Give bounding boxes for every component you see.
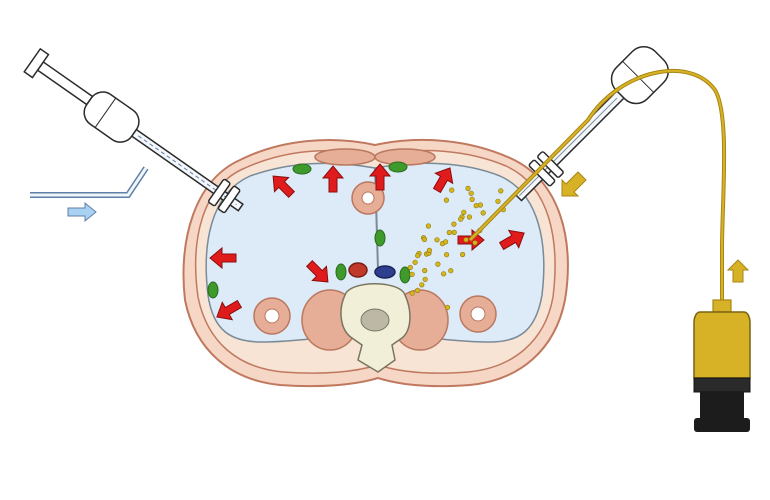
aerosol-droplet <box>460 251 466 258</box>
aerosol-droplet <box>465 185 471 191</box>
aerosol-droplet <box>472 240 478 246</box>
aorta <box>348 262 368 278</box>
aerosol-droplet <box>469 196 475 202</box>
syringe-trocar-icon <box>23 47 244 223</box>
vertebral-body <box>360 308 390 332</box>
rectus-muscle-right <box>374 148 436 166</box>
gas-flow-arrow <box>67 201 97 223</box>
aerosol-droplet <box>443 239 449 245</box>
red-arrow-icon <box>498 229 525 251</box>
nebulizer-trocar-icon <box>468 45 727 305</box>
aerosol-droplet <box>466 214 473 220</box>
vena-cava <box>374 265 396 279</box>
aerosol-droplet <box>434 237 440 243</box>
rectus-muscle-left <box>314 148 376 166</box>
aerosol-droplet <box>477 202 484 208</box>
aerosol-droplet <box>409 271 415 277</box>
kidney-left <box>253 297 291 335</box>
red-arrow-icon <box>321 165 345 193</box>
aerosol-droplet <box>473 203 479 209</box>
aerosol-droplet <box>446 229 452 236</box>
kidney-right <box>459 295 497 333</box>
aerosol-droplet <box>407 264 413 271</box>
aerosol-droplet <box>415 287 421 294</box>
aerosol-droplet <box>412 259 418 265</box>
aerosol-droplet <box>444 252 450 258</box>
aerosol-droplet <box>444 304 451 310</box>
aerosol-droplet <box>458 216 464 222</box>
aerosol-droplet <box>426 247 433 253</box>
aerosol-droplet <box>448 268 454 274</box>
aerosol-droplet <box>449 187 455 193</box>
red-arrow-icon <box>368 163 392 191</box>
aerosol-droplet <box>468 190 474 196</box>
aerosol-droplet <box>451 221 457 227</box>
aerosol-droplet <box>441 271 447 277</box>
red-arrow-icon <box>209 246 237 270</box>
aerosol-droplet <box>463 237 469 243</box>
omental-nodules <box>207 161 411 299</box>
aerosol-droplet <box>409 290 415 296</box>
aerosol-droplet <box>480 210 486 216</box>
pump-direction-arrow <box>726 259 750 283</box>
red-arrow-icon <box>305 259 329 283</box>
aerosol-droplet <box>443 197 450 203</box>
red-arrow-icon <box>432 167 454 194</box>
aerosol-droplet <box>422 276 428 282</box>
aerosol-droplet <box>435 261 441 267</box>
aerosol-droplets <box>407 185 506 310</box>
aerosol-droplet <box>461 209 467 215</box>
red-arrow-icon <box>272 175 296 199</box>
aerosol-droplet <box>498 188 504 194</box>
aerosol-droplet <box>425 223 432 229</box>
aerosol-droplet <box>421 236 428 242</box>
aerosol-droplet <box>415 253 421 259</box>
red-arrow-icon <box>216 299 243 321</box>
aerosol-droplet <box>495 198 501 204</box>
aerosol-droplet <box>451 229 457 235</box>
aerosol-droplet <box>422 267 428 274</box>
injector-pump-icon <box>693 259 751 432</box>
injection-direction-arrow <box>561 171 587 197</box>
gas-line <box>30 166 149 198</box>
aerosol-droplet <box>419 282 425 288</box>
